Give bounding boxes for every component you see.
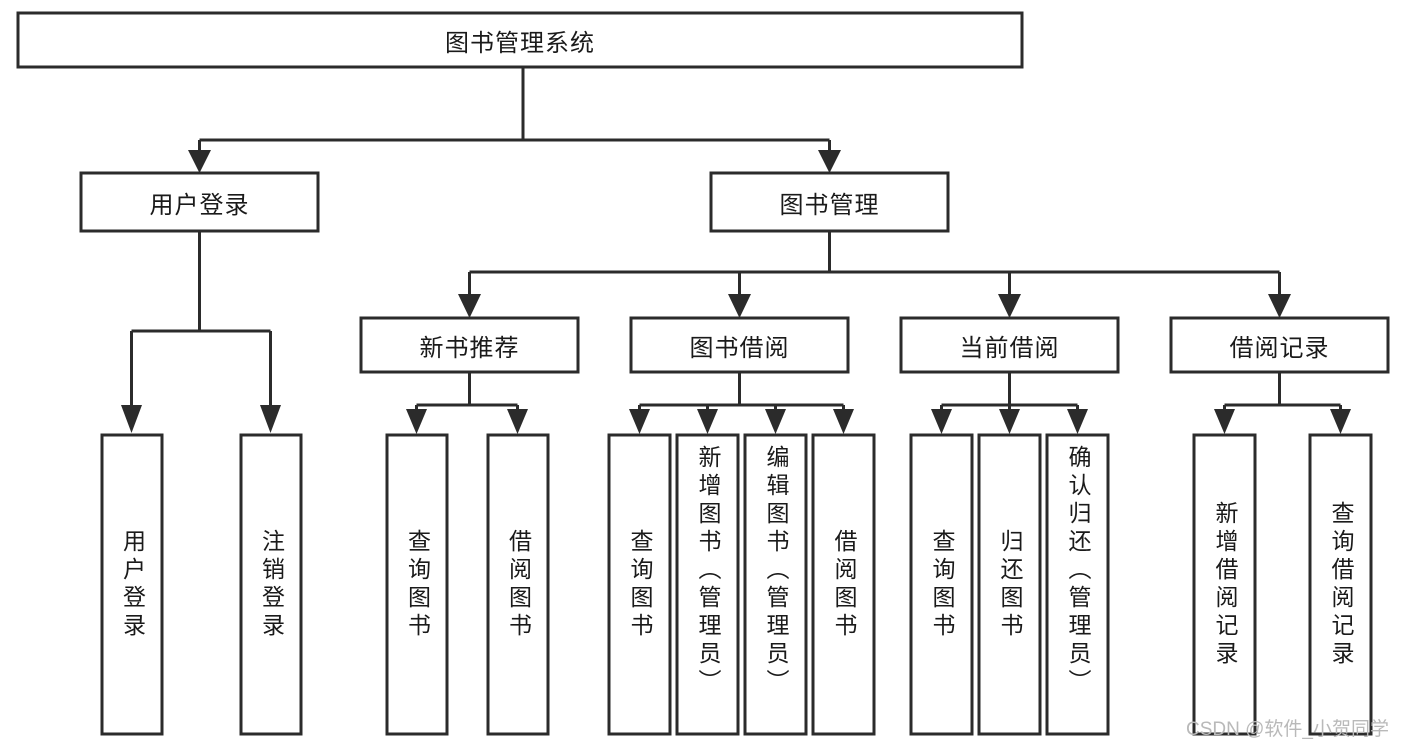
arrow-head-icon <box>260 405 281 433</box>
node-current-borrow[interactable] <box>899 316 1120 374</box>
leaf-box[interactable] <box>743 433 808 736</box>
arrow-head-icon <box>507 409 528 434</box>
node-book-borrow[interactable] <box>629 316 850 374</box>
connector-newbook-to-leaves <box>406 372 528 434</box>
arrow-head-icon <box>697 409 718 434</box>
arrow-head-icon <box>765 409 786 434</box>
arrow-head-icon <box>1067 409 1088 434</box>
arrow-head-icon <box>931 409 952 434</box>
arrow-head-icon <box>728 294 751 318</box>
arrow-head-icon <box>629 409 650 434</box>
node-book-management[interactable] <box>709 171 950 233</box>
node-root[interactable] <box>16 11 1024 69</box>
leaf-box[interactable] <box>486 433 550 736</box>
arrow-head-icon <box>1268 294 1291 318</box>
connector-borrowrecord-to-leaves <box>1214 372 1351 434</box>
arrow-head-icon <box>1330 409 1351 434</box>
leaf-box[interactable] <box>1308 433 1373 736</box>
connector-bookborrow-to-leaves <box>629 372 854 434</box>
node-user-login[interactable] <box>79 171 320 233</box>
node-new-book-recommend[interactable] <box>359 316 580 374</box>
arrow-head-icon <box>833 409 854 434</box>
arrow-head-icon <box>406 409 427 434</box>
leaf-box[interactable] <box>811 433 876 736</box>
leaf-box[interactable] <box>977 433 1042 736</box>
arrow-head-icon <box>1214 409 1235 434</box>
leaf-box[interactable] <box>675 433 740 736</box>
node-borrow-record[interactable] <box>1169 316 1390 374</box>
leaf-box[interactable] <box>607 433 672 736</box>
leaf-box[interactable] <box>1045 433 1110 736</box>
connector-currentborrow-to-leaves <box>931 372 1088 434</box>
leaf-box[interactable] <box>239 433 303 736</box>
connector-userlogin-to-leaves <box>121 231 281 433</box>
arrow-head-icon <box>998 294 1021 318</box>
leaf-box[interactable] <box>909 433 974 736</box>
arrow-head-icon <box>188 150 211 173</box>
leaf-box[interactable] <box>100 433 164 736</box>
leaf-box[interactable] <box>385 433 449 736</box>
arrow-head-icon <box>458 294 481 318</box>
arrow-head-icon <box>999 409 1020 434</box>
leaf-box[interactable] <box>1192 433 1257 736</box>
connector-bookmgmt-to-level3 <box>458 231 1291 318</box>
arrow-head-icon <box>818 150 841 173</box>
arrow-head-icon <box>121 405 142 433</box>
connector-root-to-level2 <box>188 67 841 173</box>
